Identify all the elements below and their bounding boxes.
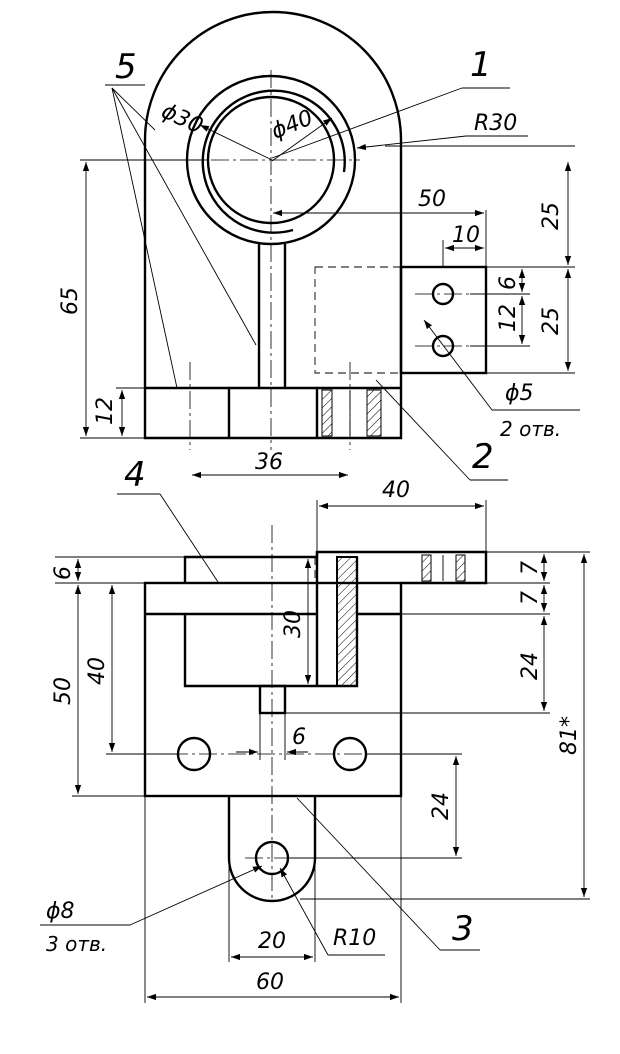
top-plate-hatch-1 bbox=[421, 554, 432, 582]
inner-pocket bbox=[183, 557, 359, 688]
callout-5: 5 bbox=[115, 47, 137, 87]
hole-note-d5-count: 2 отв. bbox=[500, 417, 561, 441]
front-dim-d60: 60 bbox=[256, 970, 284, 995]
top-dim-d25a: 25 bbox=[539, 202, 564, 230]
top-dim-d6: 6 bbox=[496, 276, 521, 290]
front-dim-d40b: 40 bbox=[85, 657, 110, 685]
top-dim-d50: 50 bbox=[418, 187, 446, 212]
front-dim-d81: 81* bbox=[557, 716, 582, 755]
front-dim-d24a: 24 bbox=[518, 652, 543, 680]
front-dim-d30: 30 bbox=[281, 610, 306, 638]
front-dim-r10: R10 bbox=[333, 926, 376, 951]
top-dim-d12: 12 bbox=[496, 304, 521, 332]
top-dim-d40: ϕ40 bbox=[268, 105, 317, 144]
hole-note-d8-size: ϕ8 bbox=[46, 899, 75, 924]
hatched-slot-1 bbox=[321, 389, 333, 437]
side-lug bbox=[399, 265, 488, 375]
top-dim-d25b: 25 bbox=[539, 307, 564, 335]
top-plate bbox=[183, 550, 488, 585]
hatched-insert bbox=[336, 556, 358, 687]
front-dim-d20: 20 bbox=[258, 929, 286, 954]
top-plate-hatch-2 bbox=[455, 554, 466, 582]
hatched-slot-2 bbox=[366, 389, 382, 437]
top-dim-d12b: 12 bbox=[93, 397, 118, 425]
top-view: ϕ30 ϕ40 R30 50 10 25 6 12 25 65 12 36 5 … bbox=[58, 10, 580, 481]
hole-note-d8-count: 3 отв. bbox=[46, 932, 107, 956]
front-dim-d24b: 24 bbox=[429, 792, 454, 820]
top-dim-r30: R30 bbox=[474, 111, 517, 136]
front-dim-d6b: 6 bbox=[292, 725, 306, 750]
hole-note-d5-size: ϕ5 bbox=[505, 381, 534, 406]
callout-2: 2 bbox=[472, 437, 494, 477]
main-body bbox=[143, 581, 403, 798]
pin bbox=[258, 684, 287, 715]
front-view: 40 6 7 7 50 40 30 24 81* 6 24 20 R10 60 … bbox=[40, 455, 590, 1003]
callout-4: 4 bbox=[124, 455, 146, 495]
callout-1: 1 bbox=[470, 45, 492, 85]
front-dim-d7b: 7 bbox=[518, 591, 543, 605]
top-dim-d30: ϕ30 bbox=[157, 99, 206, 140]
bracket-outline bbox=[143, 10, 403, 440]
inner-ring-arc bbox=[201, 89, 346, 234]
top-dim-d36: 36 bbox=[255, 450, 283, 475]
front-dim-d50: 50 bbox=[51, 677, 76, 705]
lower-tab bbox=[227, 796, 317, 903]
front-dim-d40: 40 bbox=[382, 478, 410, 503]
callout-3: 3 bbox=[452, 909, 474, 949]
front-dim-d7a: 7 bbox=[518, 561, 543, 575]
top-dim-d65: 65 bbox=[58, 287, 83, 315]
hidden-block bbox=[314, 266, 402, 374]
top-dim-d10: 10 bbox=[452, 223, 480, 248]
front-dim-d6: 6 bbox=[51, 566, 76, 580]
